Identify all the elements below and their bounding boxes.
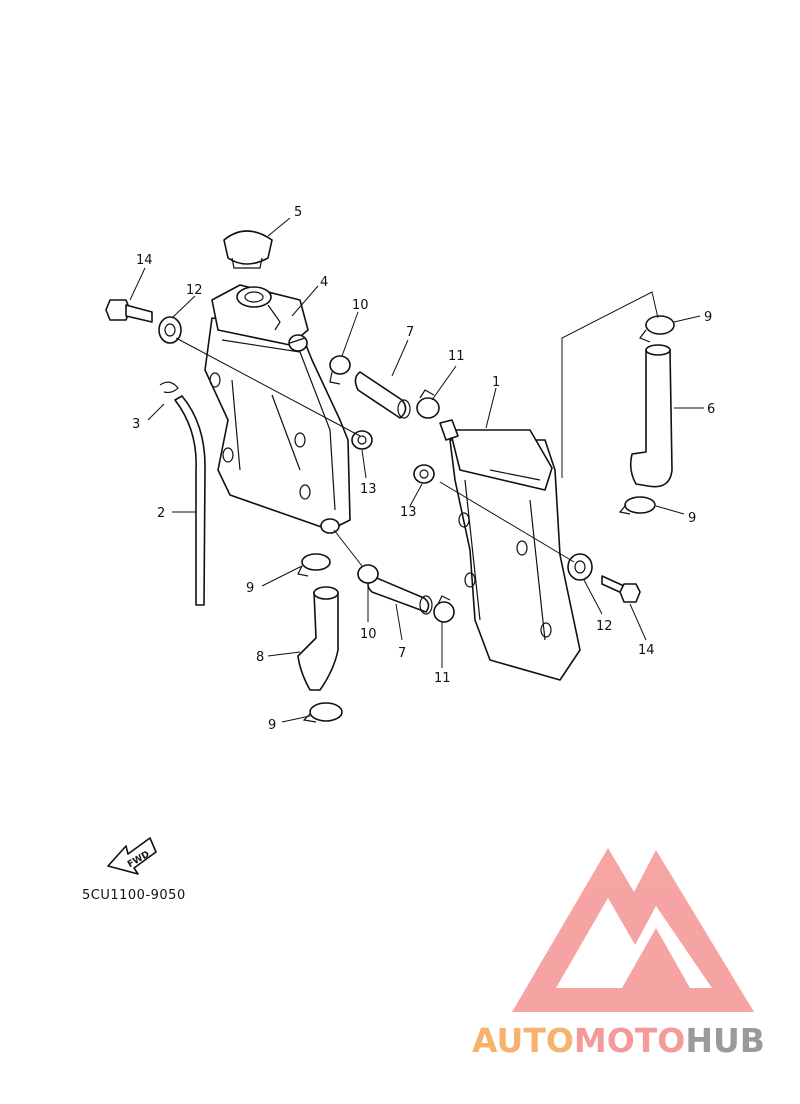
callout-11-upper: 11 <box>448 349 465 364</box>
clamp-top-right <box>639 315 675 343</box>
callout-11-lower: 11 <box>434 671 451 686</box>
callout-13-left: 13 <box>360 482 377 497</box>
grommet-left <box>158 316 182 344</box>
callout-9-bottom: 9 <box>268 718 276 733</box>
collar-left <box>351 430 373 450</box>
watermark-auto: AUTO <box>472 1021 574 1060</box>
clip <box>159 381 179 394</box>
lower-hose <box>367 575 433 615</box>
callout-5: 5 <box>294 205 302 220</box>
clamp-upper-right <box>416 389 440 419</box>
watermark-text: AUTOMOTOHUB <box>472 1021 765 1060</box>
callout-1: 1 <box>492 375 500 390</box>
callout-14-left: 14 <box>136 253 153 268</box>
callout-7-upper: 7 <box>406 325 414 340</box>
left-upper-outlet <box>288 334 308 352</box>
callout-6: 6 <box>707 402 715 417</box>
callout-12-left: 12 <box>186 283 203 298</box>
watermark-logo <box>512 848 754 1012</box>
reservoir-tank <box>211 284 309 346</box>
watermark-hub: HUB <box>685 1021 765 1060</box>
right-vertical-hose <box>629 344 673 488</box>
callout-10-upper: 10 <box>352 298 369 313</box>
callout-13-right: 13 <box>400 505 417 520</box>
callout-8: 8 <box>256 650 264 665</box>
fwd-arrow: FWD <box>107 837 157 875</box>
clamp-bottom-left <box>302 702 343 723</box>
right-radiator <box>439 419 581 681</box>
grommet-right <box>567 553 593 581</box>
callout-12-right: 12 <box>596 619 613 634</box>
upper-hose <box>354 371 411 419</box>
callout-9-left-mid: 9 <box>246 581 254 596</box>
callout-2: 2 <box>157 506 165 521</box>
callout-9-mid-right: 9 <box>688 511 696 526</box>
callout-3: 3 <box>132 417 140 432</box>
clamp-left-mid <box>297 553 331 577</box>
callout-7-lower: 7 <box>398 646 406 661</box>
svg-text:AUTOMOTOHUB: AUTOMOTOHUB <box>472 1021 765 1060</box>
clamp-lower-left <box>357 564 379 584</box>
left-radiator <box>204 317 351 531</box>
breather-hose <box>174 395 206 606</box>
callout-14-right: 14 <box>638 643 655 658</box>
clamp-upper-left <box>329 355 351 385</box>
callout-9-top-right: 9 <box>704 310 712 325</box>
collar-right <box>413 464 435 484</box>
radiator-cap <box>223 230 273 269</box>
left-lower-hose <box>297 586 339 691</box>
bolt-left <box>105 299 153 323</box>
bolt-right <box>601 575 641 603</box>
diagram-code: 5CU1100-9050 <box>82 888 186 903</box>
clamp-lower-right <box>433 595 455 623</box>
callout-4: 4 <box>320 275 328 290</box>
left-lower-outlet <box>320 518 340 534</box>
watermark-moto: MOTO <box>574 1021 685 1060</box>
callout-10-lower: 10 <box>360 627 377 642</box>
clamp-mid-right <box>618 496 656 515</box>
leader-lines <box>129 217 704 723</box>
callouts: 1 2 3 4 5 6 7 7 8 9 9 9 9 10 10 11 11 12… <box>132 205 715 733</box>
